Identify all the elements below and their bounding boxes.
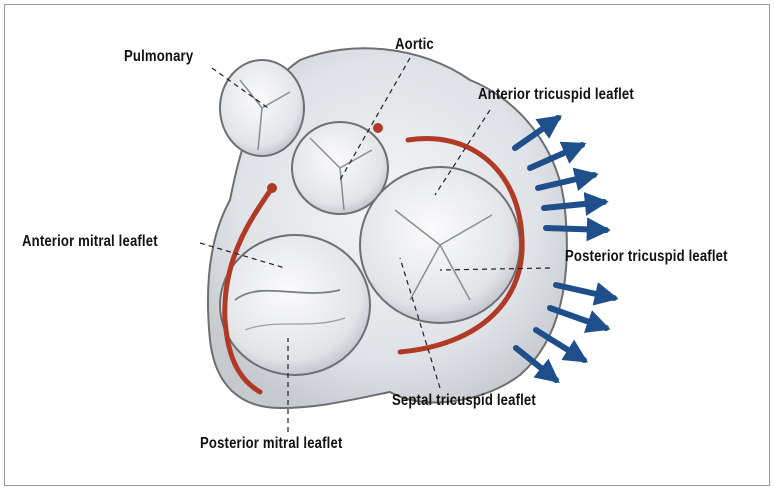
arrow-3	[535, 167, 599, 192]
arrow-1	[512, 115, 562, 151]
leader-septal-tricuspid	[399, 257, 441, 389]
leader-posterior-tricuspid	[439, 267, 551, 271]
coronary-ostium-right	[373, 123, 383, 133]
arrow-5	[543, 217, 611, 242]
leader-aortic	[339, 57, 411, 181]
mitral-valve	[219, 234, 371, 376]
aortic-valve	[291, 121, 389, 215]
arrow-8	[533, 327, 589, 363]
leader-pulmonary	[211, 67, 269, 109]
left-coronary-artery	[222, 185, 275, 395]
leader-anterior-tricuspid	[434, 109, 491, 196]
label-posterior-tricuspid: Posterior tricuspid leaflet	[565, 248, 728, 265]
leader-anterior-mitral	[199, 242, 286, 269]
label-pulmonary: Pulmonary	[124, 48, 194, 65]
label-posterior-mitral: Posterior mitral leaflet	[200, 435, 343, 452]
arrow-2	[527, 141, 587, 171]
label-aortic: Aortic	[395, 36, 434, 53]
label-septal-tricuspid: Septal tricuspid leaflet	[392, 392, 536, 409]
label-anterior-tricuspid: Anterior tricuspid leaflet	[478, 86, 634, 103]
tricuspid-valve	[359, 166, 521, 324]
pulmonary-valve	[219, 59, 305, 157]
arrow-7	[547, 305, 611, 333]
arrow-9	[513, 345, 560, 383]
arrow-4	[541, 191, 609, 216]
label-anterior-mitral: Anterior mitral leaflet	[22, 233, 158, 250]
coronary-ostium-left	[267, 183, 277, 193]
right-coronary-artery	[397, 136, 525, 355]
arrow-6	[553, 282, 619, 306]
